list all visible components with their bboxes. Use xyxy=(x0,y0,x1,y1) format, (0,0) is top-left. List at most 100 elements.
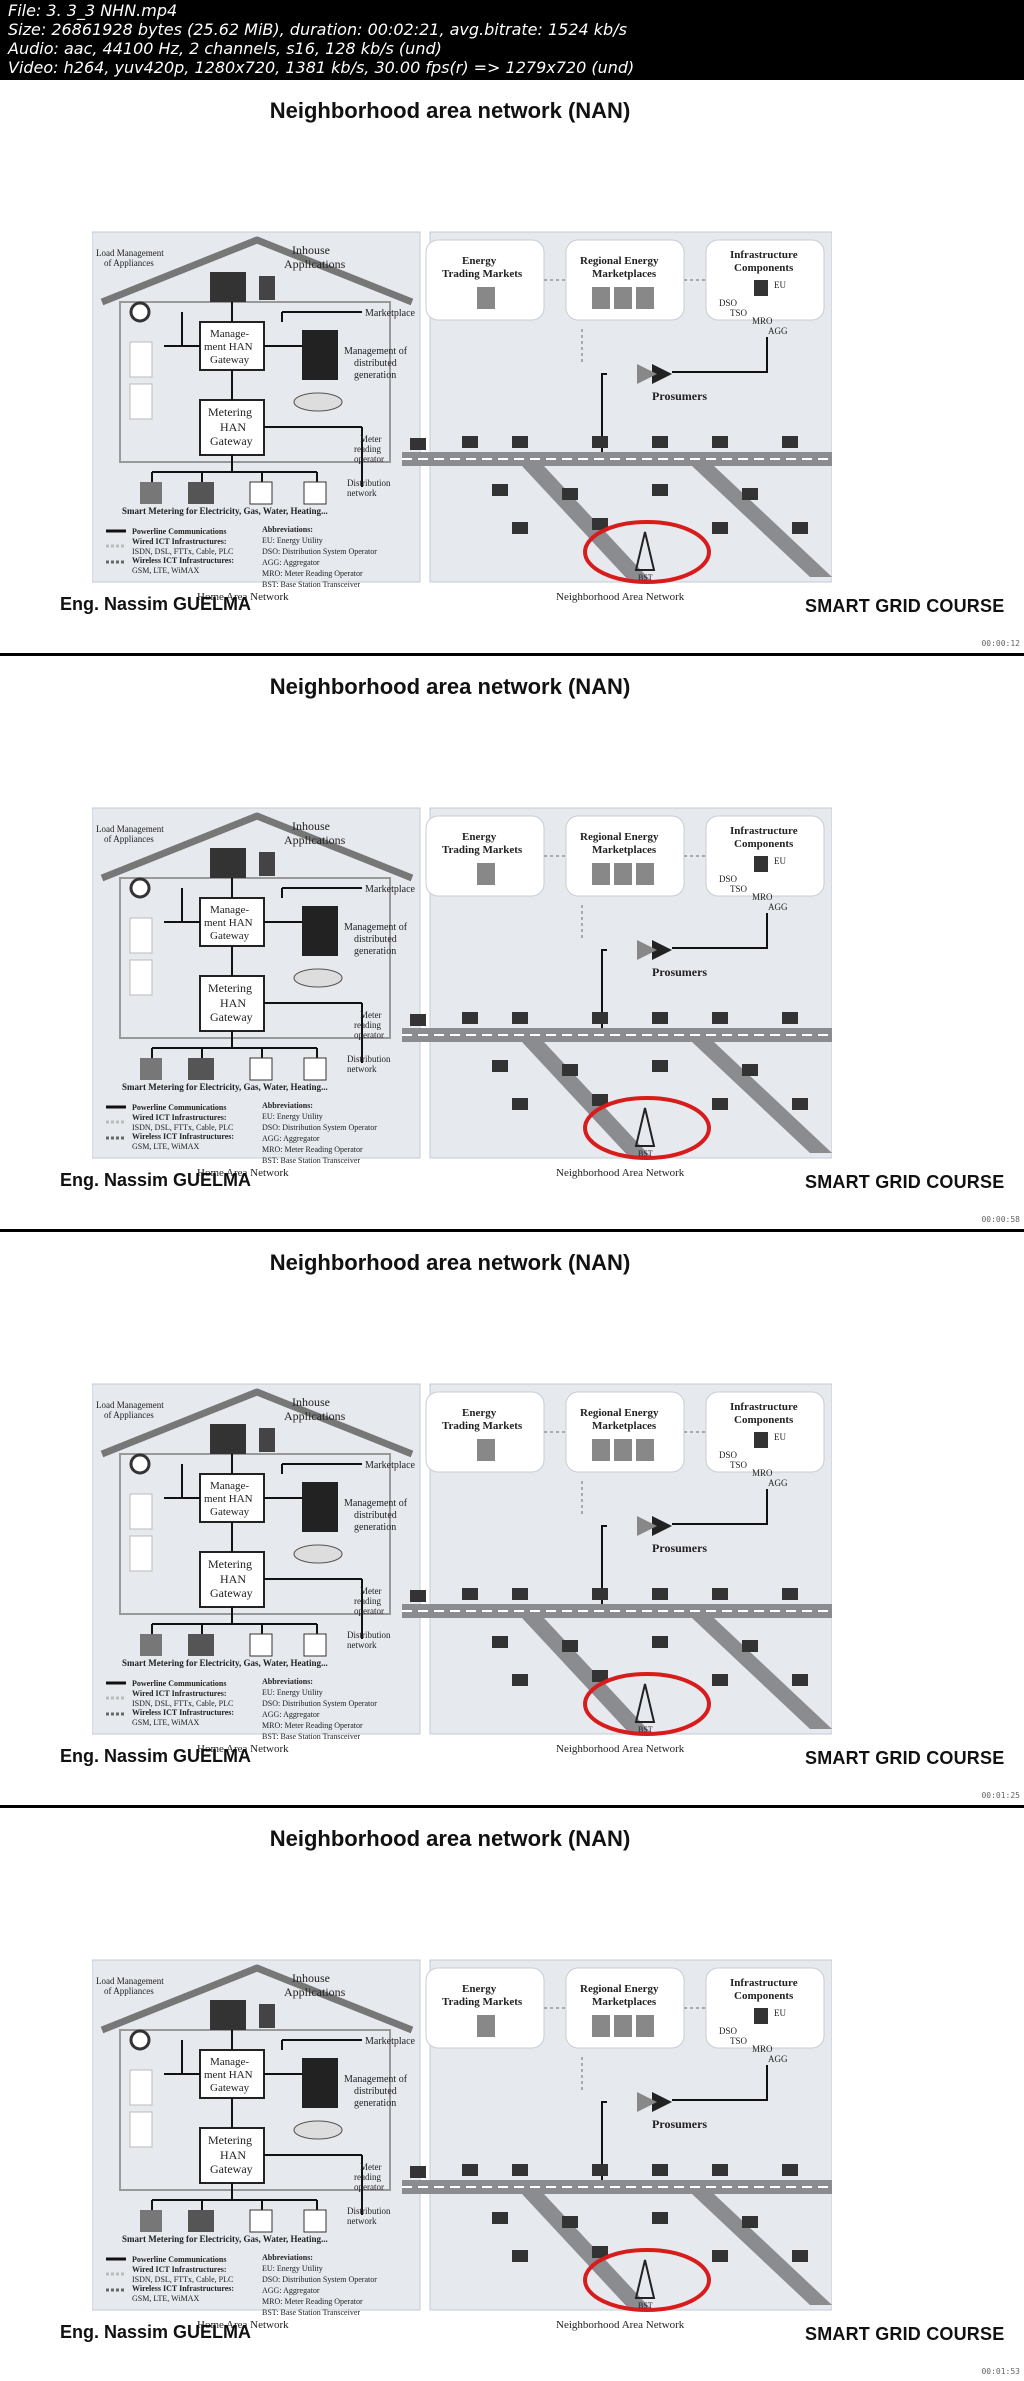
wired-list: ISDN, DSL, FTTx, Cable, PLC xyxy=(132,1123,233,1132)
frame-timestamp: 00:01:25 xyxy=(981,1791,1020,1800)
meter-label-2: reading xyxy=(354,2172,381,2182)
prosumer-arrow-right xyxy=(652,940,672,960)
wireless-label: Wireless ICT Infrastructures: xyxy=(132,1708,234,1717)
nan-figure: Load Management of Appliances Inhouse Ap… xyxy=(92,1304,832,1805)
prosumers-label: Prosumers xyxy=(652,965,707,979)
abbr-dso: DSO: Distribution System Operator xyxy=(262,547,377,556)
han-label-2: ment HAN xyxy=(204,2069,253,2081)
car-device xyxy=(293,1544,343,1564)
han-label-2: ment HAN xyxy=(204,917,253,929)
regional-label-1: Regional Energy xyxy=(580,1983,659,1995)
infra-building xyxy=(754,1432,768,1448)
infra-label-2: Components xyxy=(734,1414,794,1426)
trading-label-1: Energy xyxy=(462,1407,497,1419)
han-label-3: Gateway xyxy=(210,930,250,942)
houses-row xyxy=(410,2164,808,2262)
nan-diagram: Load Management of Appliances Inhouse Ap… xyxy=(92,1959,832,2331)
bst-tower xyxy=(634,1107,656,1147)
monitor-device xyxy=(210,272,246,302)
agg-link xyxy=(672,2065,768,2101)
meter-label-1: Meter xyxy=(360,1586,382,1596)
trading-label-2: Trading Markets xyxy=(442,844,523,856)
han-label-3: Gateway xyxy=(210,1506,250,1518)
prosumer-arrow-right xyxy=(652,1516,672,1536)
han-label-3: Gateway xyxy=(210,2082,250,2094)
trading-server xyxy=(477,1439,495,1461)
infra-tso: TSO xyxy=(730,884,748,894)
infra-label-1: Infrastructure xyxy=(730,1977,798,1989)
infra-mro: MRO xyxy=(752,2044,773,2054)
meter-4 xyxy=(303,1057,327,1081)
house-roof xyxy=(100,236,414,306)
dist-label-2: network xyxy=(347,1640,377,1650)
load-mgmt-label: Load Management xyxy=(96,1400,164,1410)
bst-tower xyxy=(634,531,656,571)
washer-device xyxy=(129,959,153,996)
inhouse-label: Inhouse xyxy=(292,1971,330,1985)
wired-list: ISDN, DSL, FTTx, Cable, PLC xyxy=(132,1699,233,1708)
course-name: SMART GRID COURSE xyxy=(805,596,1005,616)
prosumers-label: Prosumers xyxy=(652,1541,707,1555)
infra-label-2: Components xyxy=(734,838,794,850)
bst-ring xyxy=(583,1672,711,1736)
bst-label: BST xyxy=(638,1725,653,1734)
met-label-1: Metering xyxy=(208,981,252,995)
infra-eu: EU xyxy=(774,2008,786,2018)
marketplace-label: Marketplace xyxy=(365,884,416,895)
regional-server-3 xyxy=(636,2015,654,2037)
abbr-mro: MRO: Meter Reading Operator xyxy=(262,569,363,578)
mgmt-label-3: generation xyxy=(354,1522,396,1533)
abbr-eu: EU: Energy Utility xyxy=(262,1112,323,1121)
trading-label-1: Energy xyxy=(462,1983,497,1995)
wireless-list: GSM, LTE, WiMAX xyxy=(132,1718,199,1727)
bst-label: BST xyxy=(638,573,653,582)
han-label-1: Manage- xyxy=(210,1480,249,1492)
house-links xyxy=(151,1454,363,1639)
meter-label-2: reading xyxy=(354,1596,381,1606)
fridge-device xyxy=(129,917,153,954)
appliances-label: of Appliances xyxy=(104,258,154,268)
dist-label-1: Distribution xyxy=(347,2206,391,2216)
phone-device xyxy=(259,1428,275,1452)
infra-mro: MRO xyxy=(752,316,773,326)
infra-tso: TSO xyxy=(730,1460,748,1470)
course-name: SMART GRID COURSE xyxy=(805,2324,1005,2344)
bst-tower xyxy=(634,1683,656,1723)
meter-1 xyxy=(140,1634,162,1656)
met-label-3: Gateway xyxy=(210,2162,253,2176)
infra-label-1: Infrastructure xyxy=(730,825,798,837)
trading-label-2: Trading Markets xyxy=(442,268,523,280)
abbr-dso: DSO: Distribution System Operator xyxy=(262,1699,377,1708)
house-links xyxy=(151,2030,363,2215)
meter-4 xyxy=(303,481,327,505)
house-roof xyxy=(100,1964,414,2034)
infra-dso: DSO xyxy=(719,874,738,884)
meter-label-3: operator xyxy=(354,2182,384,2192)
met-label-1: Metering xyxy=(208,2133,252,2147)
infra-tso: TSO xyxy=(730,2036,748,2046)
powerline-label: Powerline Communications xyxy=(132,1679,226,1688)
smart-metering-label: Smart Metering for Electricity, Gas, Wat… xyxy=(122,2234,328,2244)
met-label-2: HAN xyxy=(220,996,246,1010)
regional-server-3 xyxy=(636,863,654,885)
infra-dso: DSO xyxy=(719,2026,738,2036)
slide-title: Neighborhood area network (NAN) xyxy=(269,1826,631,1851)
infra-agg: AGG xyxy=(768,326,788,336)
infra-agg: AGG xyxy=(768,902,788,912)
nan-diagram: Load Management of Appliances Inhouse Ap… xyxy=(92,807,832,1179)
dist-label-1: Distribution xyxy=(347,1054,391,1064)
han-caption: Home Area Network xyxy=(197,1167,289,1179)
diag-road-2 xyxy=(692,2194,832,2305)
abbr-mro: MRO: Meter Reading Operator xyxy=(262,2297,363,2306)
nan-figure: Load Management of Appliances Inhouse Ap… xyxy=(92,152,832,653)
prosumer-link xyxy=(601,373,607,452)
prosumers-label: Prosumers xyxy=(652,389,707,403)
powerline-label: Powerline Communications xyxy=(132,2255,226,2264)
wireless-label: Wireless ICT Infrastructures: xyxy=(132,2284,234,2293)
meter-label-3: operator xyxy=(354,1030,384,1040)
storage-device xyxy=(302,1482,338,1532)
han-label-1: Manage- xyxy=(210,2056,249,2068)
bst-ring xyxy=(583,1096,711,1160)
thermostat-device xyxy=(129,1453,151,1475)
abbr-title: Abbreviations: xyxy=(262,1101,313,1110)
